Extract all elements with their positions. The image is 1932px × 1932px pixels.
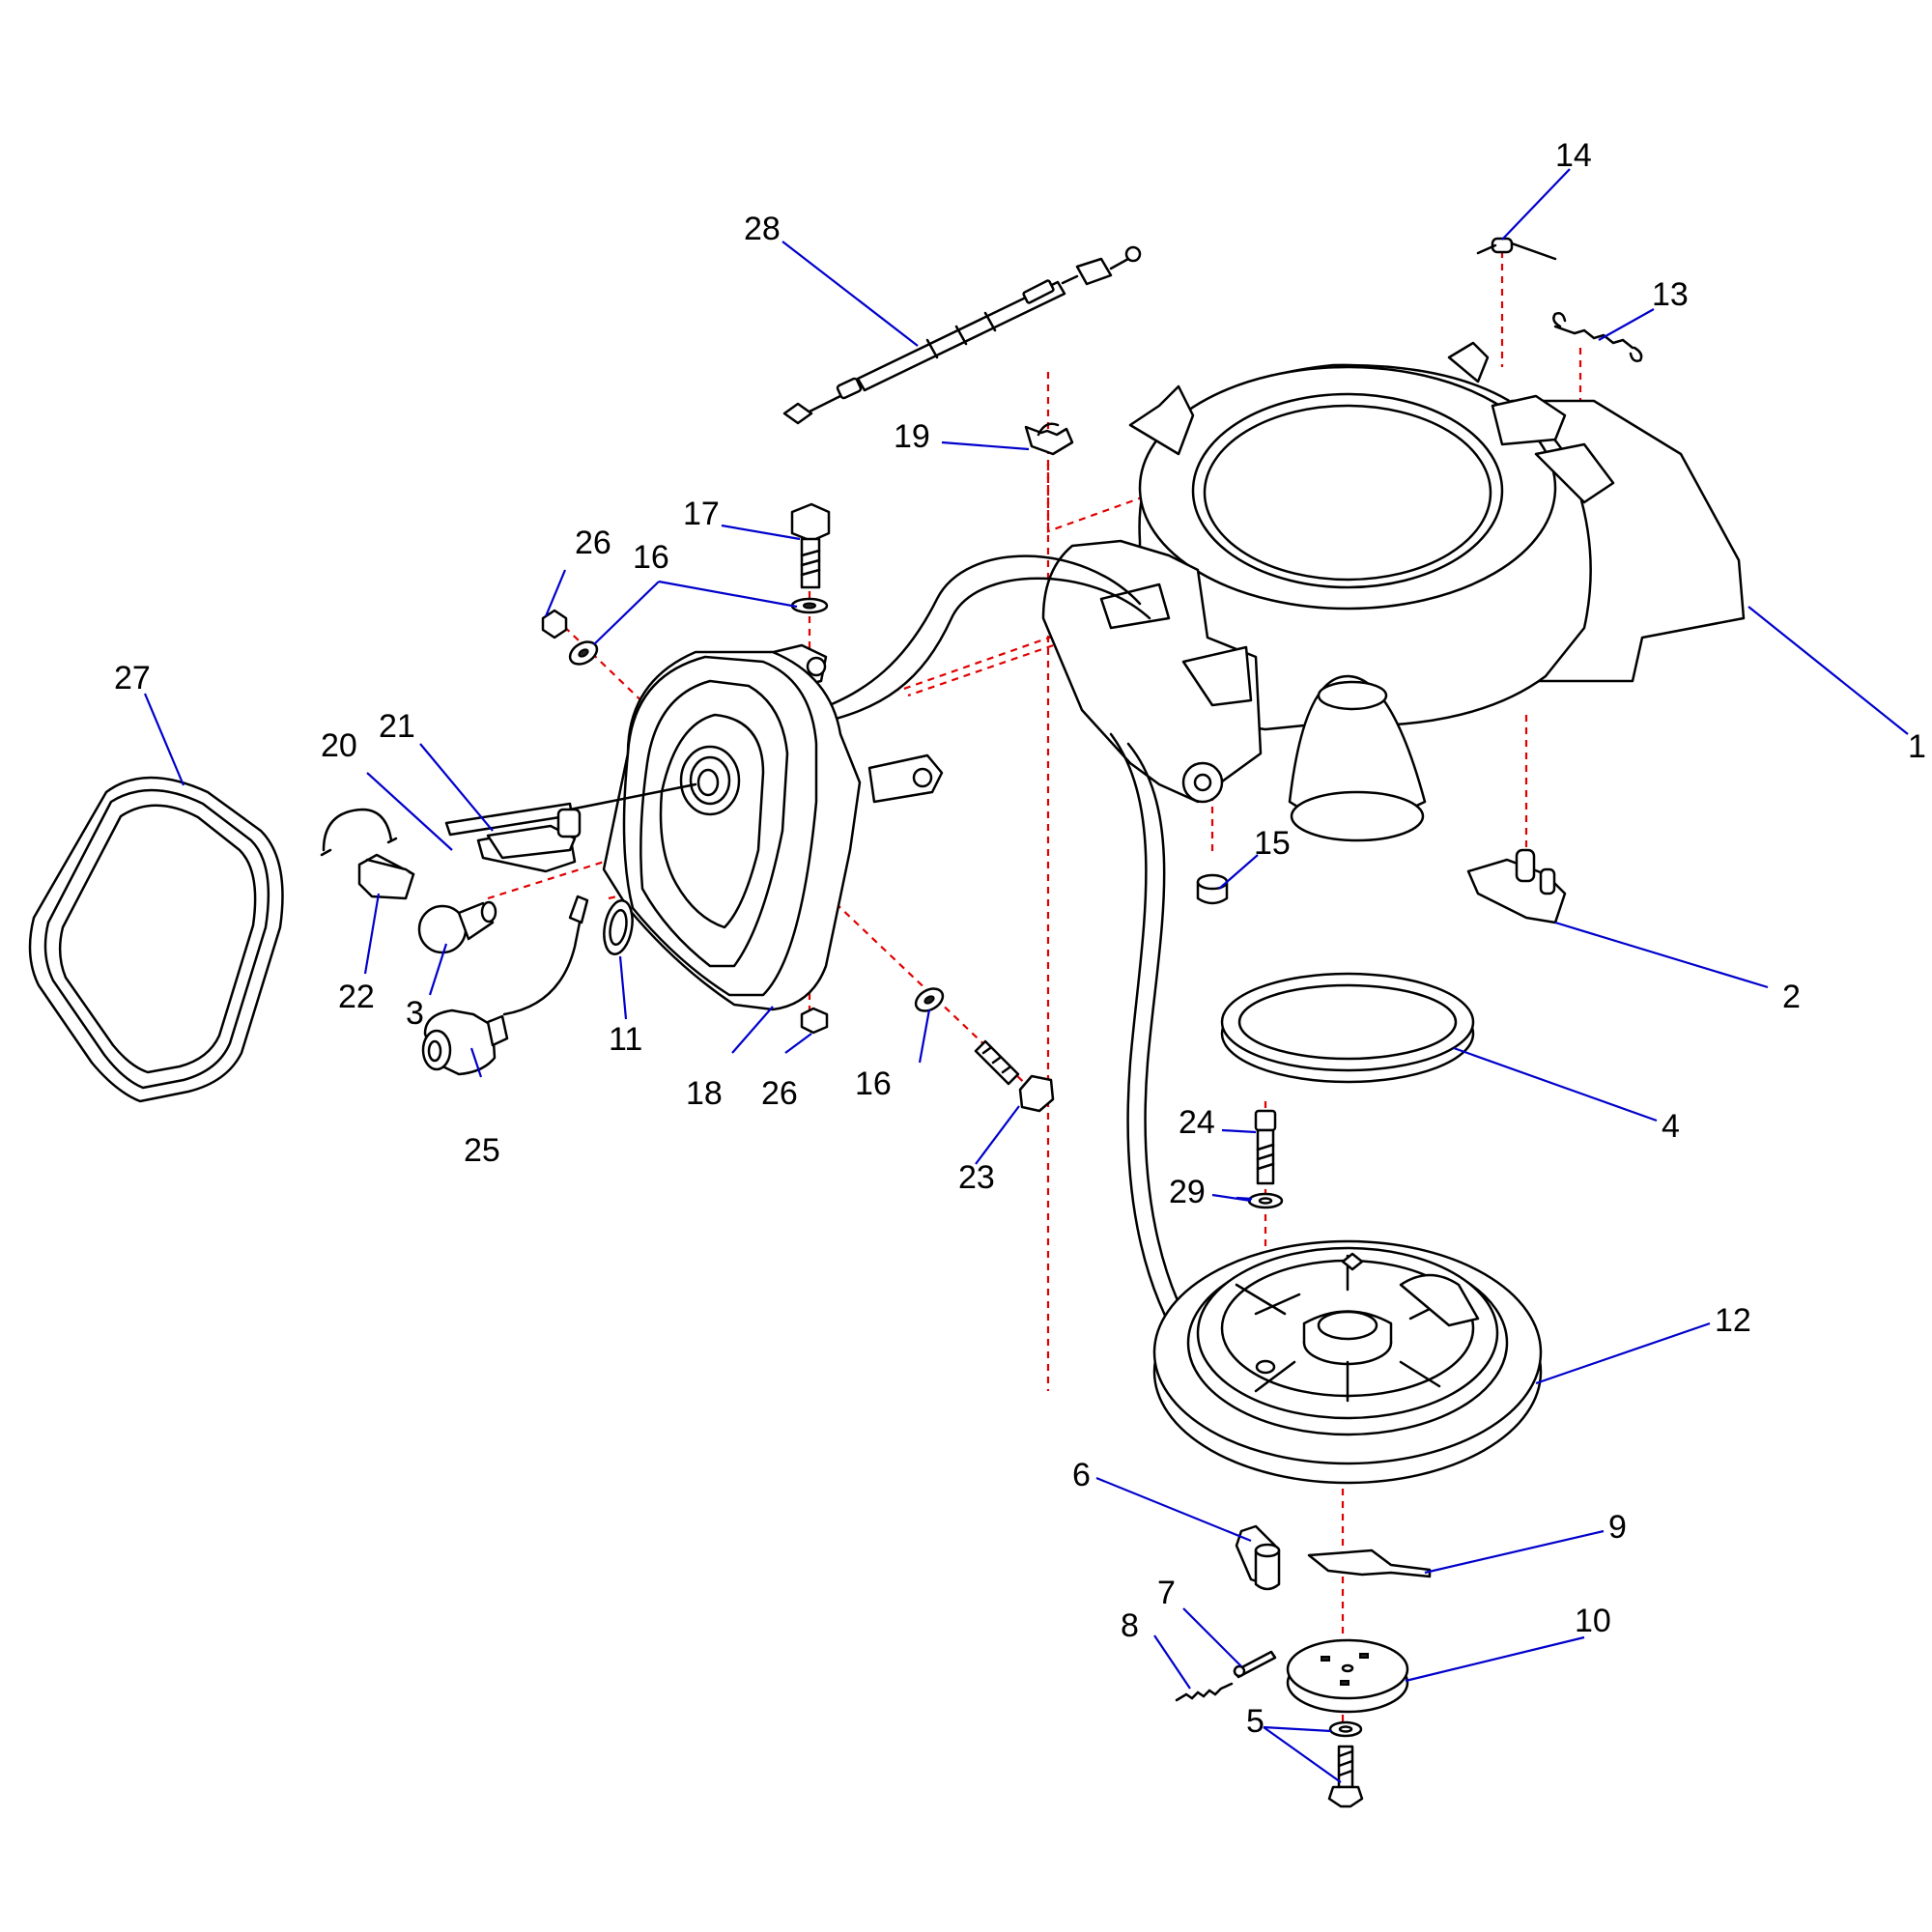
washer-16-left: [568, 640, 599, 666]
callout-13: 13: [1652, 276, 1689, 313]
callout-1: 1: [1908, 728, 1926, 765]
fuel-tank: [602, 643, 944, 1011]
callout-5: 5: [1246, 1703, 1264, 1740]
callout-27: 27: [114, 660, 151, 696]
callout-26-upper: 26: [575, 525, 611, 561]
pawl-bracket: [1466, 848, 1567, 924]
bolt-24: [1254, 1109, 1277, 1185]
cable-clip-19: [1024, 422, 1074, 456]
recoil-housing: [1041, 341, 1746, 842]
callout-17: 17: [683, 496, 720, 532]
nut-26-top: [541, 609, 568, 639]
throttle-cable: [782, 245, 1142, 425]
nut-26-bottom: [800, 1007, 829, 1035]
callout-24: 24: [1179, 1104, 1215, 1141]
bolt-17: [790, 502, 831, 589]
callout-25: 25: [464, 1132, 500, 1169]
bolt-23: [974, 1039, 1055, 1113]
fuel-line-20: [320, 782, 697, 857]
spring-8: [1175, 1682, 1234, 1702]
callout-labels: 1 2 3 4 5 6 7 8 9 10 11 12 13 14 15 16 1…: [114, 137, 1926, 1740]
retainer-10: [1286, 1638, 1409, 1714]
primer-bulb-25: [421, 895, 589, 1076]
leader-lines: [143, 168, 1909, 1783]
torsion-spring-14: [1476, 237, 1557, 261]
callout-7: 7: [1157, 1575, 1176, 1611]
callout-3: 3: [406, 995, 424, 1032]
callout-20: 20: [321, 727, 357, 764]
callout-22: 22: [338, 979, 375, 1015]
fuel-cap-3: [417, 900, 497, 954]
bushing-15: [1196, 873, 1229, 905]
pulley: [1152, 1239, 1543, 1485]
pawl-6: [1235, 1524, 1281, 1591]
callout-9: 9: [1608, 1509, 1627, 1546]
washer-16-right: [914, 987, 945, 1012]
friction-plate-9: [1307, 1548, 1432, 1578]
callout-12: 12: [1715, 1302, 1751, 1339]
callout-15: 15: [1254, 825, 1291, 862]
callout-2: 2: [1782, 979, 1801, 1015]
callout-10: 10: [1575, 1603, 1611, 1639]
callout-14: 14: [1555, 137, 1592, 174]
callout-26-lower: 26: [761, 1075, 798, 1112]
washer-16-top: [790, 597, 829, 614]
callout-16-lower: 16: [855, 1065, 892, 1102]
clip-22: [357, 853, 415, 900]
callout-16-upper: 16: [633, 539, 669, 576]
callout-21: 21: [379, 708, 415, 745]
callout-19: 19: [894, 418, 930, 455]
gasket-11: [603, 899, 634, 955]
shutoff-valve-21: [476, 808, 582, 873]
callout-6: 6: [1072, 1457, 1091, 1493]
recoil-spring-ring: [1220, 972, 1475, 1084]
callout-4: 4: [1662, 1108, 1680, 1145]
air-filter-27: [28, 776, 284, 1103]
callout-11: 11: [609, 1021, 642, 1058]
pin-7: [1233, 1650, 1277, 1679]
spring-13: [1552, 312, 1643, 362]
callout-23: 23: [958, 1159, 995, 1196]
callout-18: 18: [686, 1075, 723, 1112]
washer-29: [1247, 1192, 1284, 1209]
washer-bolt-5: [1327, 1720, 1364, 1808]
callout-8: 8: [1121, 1607, 1139, 1644]
callout-28: 28: [744, 211, 781, 247]
callout-29: 29: [1169, 1174, 1206, 1210]
